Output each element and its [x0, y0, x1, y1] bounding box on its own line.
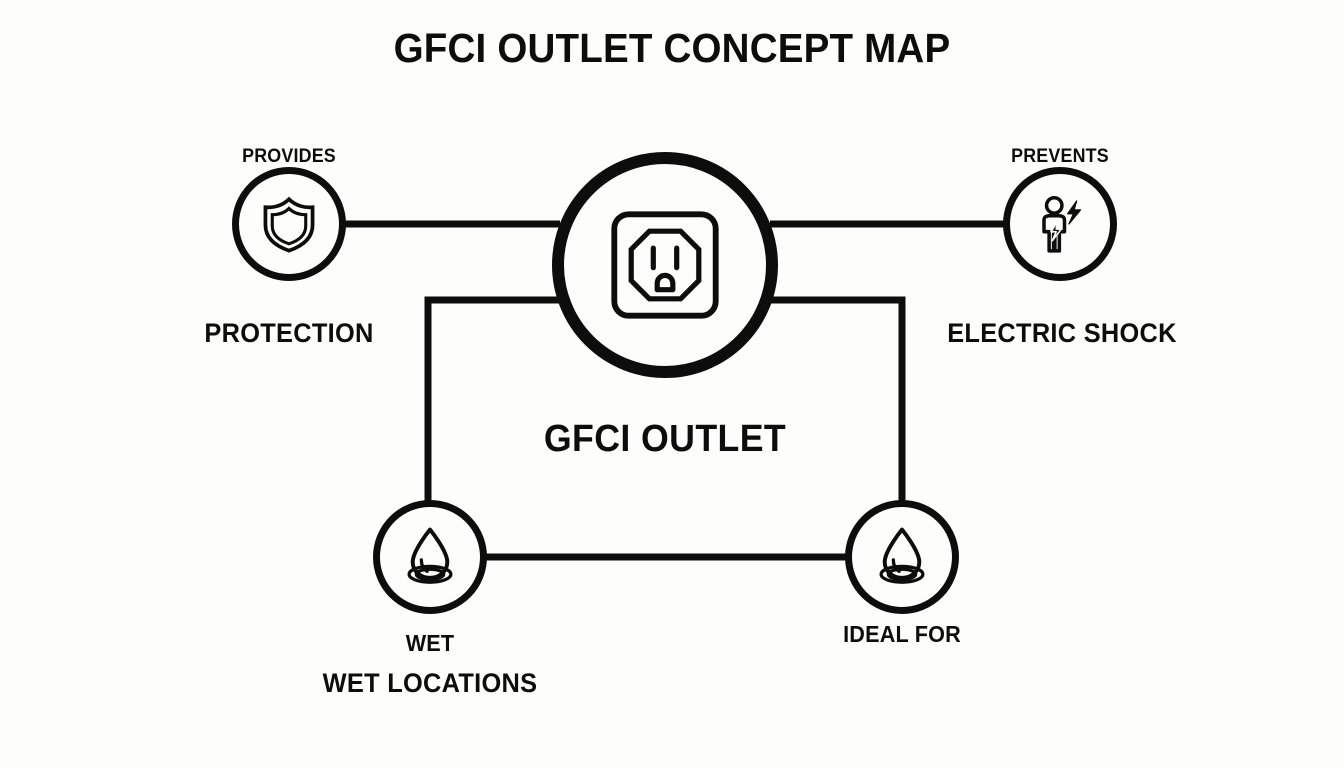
protection-circle[interactable]	[232, 167, 346, 281]
edge-hub-to-ideal-for	[770, 296, 906, 557]
gfci-outlet-label: GFCI OUTLET	[543, 418, 787, 460]
ideal-for-circle[interactable]	[845, 500, 959, 614]
electric-shock-label: ELECTRIC SHOCK	[947, 318, 1177, 348]
gfci-outlet-circle[interactable]	[552, 152, 778, 378]
person-electric-shock-icon	[1042, 196, 1082, 253]
protection-label: PROTECTION	[204, 318, 374, 348]
wet-locations-label: WET LOCATIONS	[322, 668, 538, 698]
page-title: GFCI OUTLET CONCEPT MAP	[393, 25, 951, 71]
edge-hub-to-wet-locations	[424, 296, 561, 557]
protection-relation-label: PROVIDES	[242, 146, 336, 167]
water-droplet-icon	[407, 527, 453, 584]
electrical-outlet-icon	[611, 211, 719, 319]
electric-shock-circle[interactable]	[1003, 167, 1117, 281]
ideal-for-relation-label: IDEAL FOR	[843, 621, 961, 647]
wet-locations-circle[interactable]	[373, 500, 487, 614]
wet-locations-relation-label: WET	[405, 630, 455, 656]
water-droplet-icon	[879, 527, 925, 584]
electric-shock-relation-label: PREVENTS	[1011, 146, 1109, 167]
shield-icon	[263, 196, 315, 253]
